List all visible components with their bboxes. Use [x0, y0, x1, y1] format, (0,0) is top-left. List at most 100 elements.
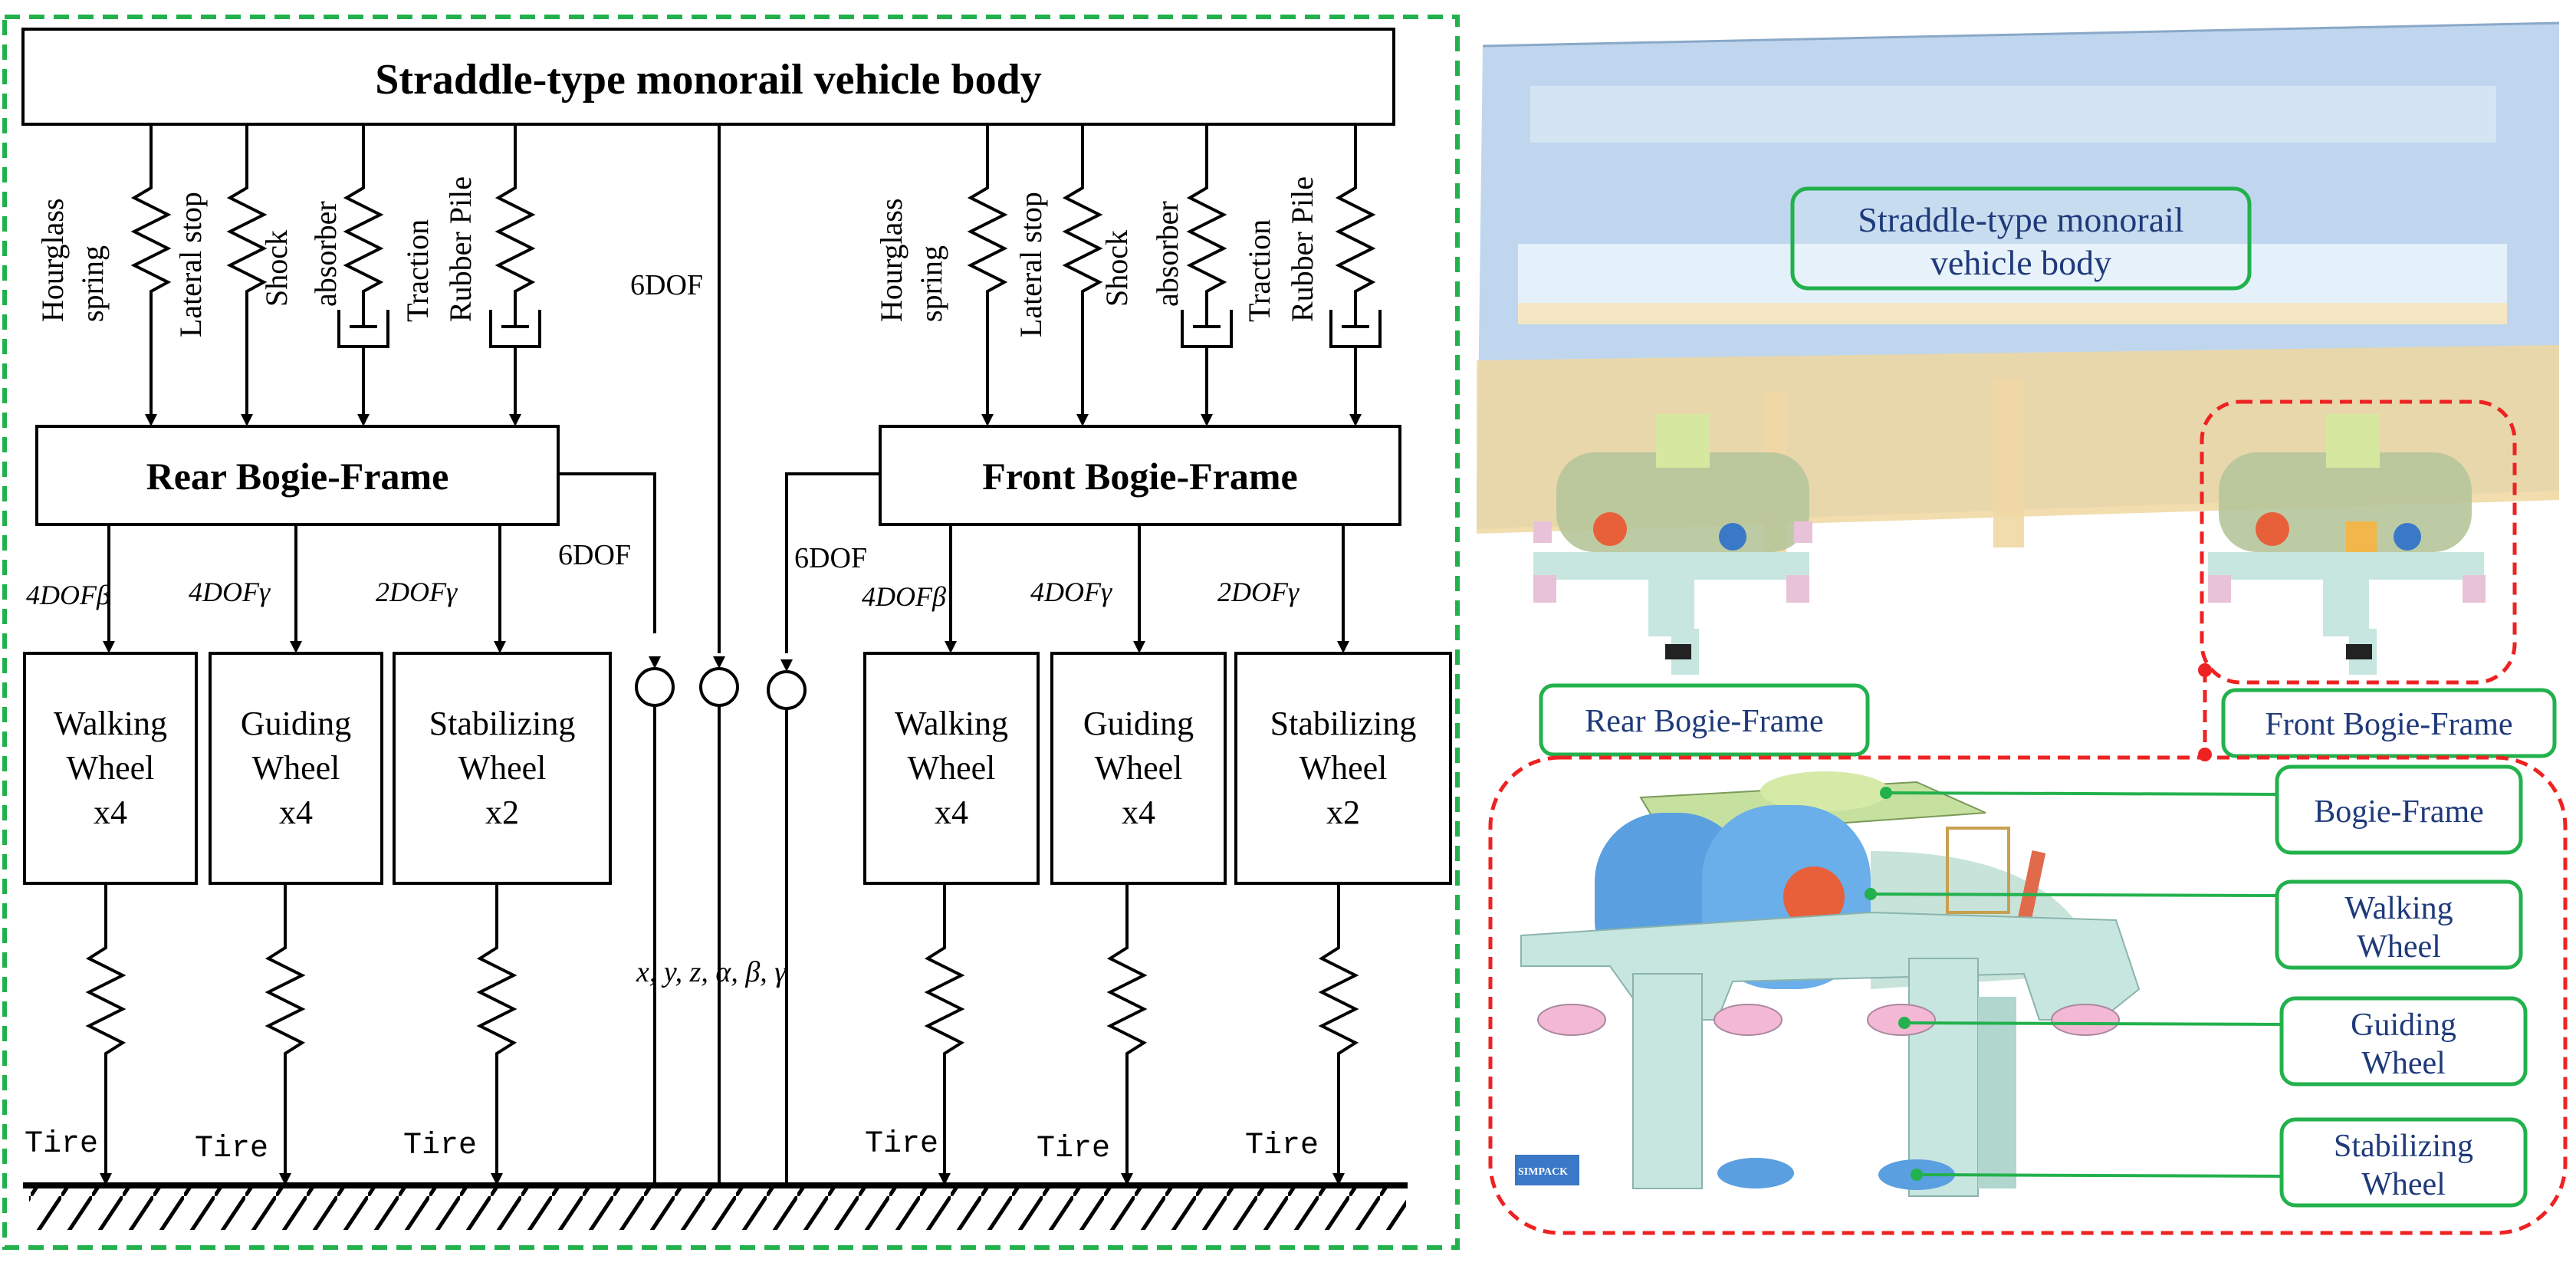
- rear-bogie-frame-box: Rear Bogie-Frame: [35, 425, 560, 526]
- rear-walking-wheel-box: Walking Wheel x4: [23, 652, 198, 885]
- tire-label-5: Tire: [1037, 1132, 1110, 1166]
- front-stabilizing-wheel-box: Stabilizing Wheel x2: [1234, 652, 1452, 885]
- svg-text:Wheel: Wheel: [252, 749, 340, 787]
- label-hourglass-front: Hourglass: [874, 199, 909, 322]
- bogie-detail-box: [1488, 755, 2568, 1235]
- rear-walking-dof: 4DOFβ: [26, 580, 110, 610]
- tire-label-6: Tire: [1245, 1129, 1319, 1163]
- rear-stabilizing-dof: 2DOFγ: [376, 577, 458, 607]
- front-wheel-links: [949, 524, 1345, 641]
- svg-text:Stabilizing: Stabilizing: [429, 705, 576, 742]
- front-stabilizing-dof: 2DOFγ: [1217, 577, 1300, 607]
- front-bogie-frame-box: Front Bogie-Frame: [879, 425, 1401, 526]
- front-bogie-label-callout: Front Bogie-Frame: [2221, 688, 2557, 758]
- rear-bogie-frame-label: Rear Bogie-Frame: [146, 455, 449, 498]
- svg-text:Walking: Walking: [895, 705, 1008, 742]
- callout-guiding-wheel: Guiding Wheel: [2279, 996, 2528, 1087]
- front-suspension-labels: Hourglass spring Lateral stop Shock abso…: [874, 176, 1319, 337]
- label-rubber-pile: Rubber Pile: [443, 176, 478, 322]
- rear-frame-dof-label: 6DOF: [558, 539, 631, 571]
- tire-label-3: Tire: [403, 1129, 477, 1163]
- front-wheel-dof-labels: 4DOFβ 4DOFγ 2DOFγ: [862, 577, 1300, 612]
- tire-label-4: Tire: [865, 1127, 938, 1162]
- rear-wheel-dof-labels: 4DOFβ 4DOFγ 2DOFγ: [26, 577, 458, 610]
- label-shock: Shock: [259, 230, 294, 307]
- svg-text:Wheel: Wheel: [2361, 1167, 2446, 1202]
- front-bogie-render: [2208, 414, 2486, 675]
- vehicle-body-title: Straddle-type monorail vehicle body: [375, 56, 1042, 104]
- body-label-line1: Straddle-type monorail: [1858, 200, 2183, 239]
- label-spring-front: spring: [914, 245, 948, 322]
- front-suspension-arrows: [981, 414, 1362, 426]
- svg-text:Guiding: Guiding: [241, 705, 351, 742]
- bogie-detail-render: [1520, 771, 2141, 1197]
- label-absorber: absorber: [308, 201, 343, 307]
- callout-walking-wheel: Walking Wheel: [2275, 879, 2523, 970]
- svg-text:x2: x2: [1326, 794, 1360, 831]
- model-panel: Straddle-type monorail vehicle body: [1477, 21, 2568, 1235]
- svg-text:Wheel: Wheel: [67, 749, 155, 787]
- svg-text:Wheel: Wheel: [2357, 929, 2441, 965]
- svg-text:x4: x4: [279, 794, 313, 831]
- front-wheel-boxes: Walking Wheel x4 Guiding Wheel x4 Stabil…: [863, 652, 1452, 885]
- tire-labels: Tire Tire Tire Tire Tire Tire: [25, 1127, 1319, 1166]
- callout-stabilizing-wheel: Stabilizing Wheel: [2279, 1117, 2528, 1208]
- tire-springs: [85, 883, 1359, 1173]
- front-bogie-label: Front Bogie-Frame: [2265, 707, 2512, 742]
- label-traction: Traction: [400, 219, 435, 322]
- svg-text:Stabilizing: Stabilizing: [2334, 1129, 2473, 1164]
- callout-bogie-frame: Bogie-Frame: [2275, 764, 2523, 855]
- svg-text:Wheel: Wheel: [908, 749, 996, 787]
- front-walking-wheel-box: Walking Wheel x4: [863, 652, 1040, 885]
- svg-text:Walking: Walking: [54, 705, 167, 742]
- front-frame-dof-label: 6DOF: [794, 542, 867, 574]
- body-dof-label: 6DOF: [630, 269, 703, 301]
- simpack-logo: SIMPACK: [1515, 1155, 1579, 1185]
- rear-guiding-dof: 4DOFγ: [189, 577, 271, 607]
- svg-text:x2: x2: [485, 794, 519, 831]
- svg-text:Wheel: Wheel: [1300, 749, 1388, 787]
- label-rubber-pile-front: Rubber Pile: [1285, 176, 1319, 322]
- svg-text:Wheel: Wheel: [2361, 1046, 2446, 1081]
- front-bogie-frame-label: Front Bogie-Frame: [982, 455, 1297, 498]
- body-label-callout: Straddle-type monorail vehicle body: [1790, 186, 2252, 291]
- svg-text:Guiding: Guiding: [1083, 705, 1194, 742]
- svg-text:Guiding: Guiding: [2351, 1008, 2456, 1043]
- svg-text:Wheel: Wheel: [1095, 749, 1183, 787]
- schematic-panel: Straddle-type monorail vehicle body: [2, 15, 1460, 1250]
- ground: [23, 1182, 1408, 1230]
- front-walking-dof: 4DOFβ: [862, 581, 946, 612]
- svg-text:Walking: Walking: [2344, 891, 2453, 926]
- vehicle-body-box: Straddle-type monorail vehicle body: [21, 28, 1395, 126]
- rear-suspension-arrows: [145, 414, 521, 426]
- label-shock-front: Shock: [1099, 230, 1134, 307]
- tire-label-2: Tire: [195, 1132, 268, 1166]
- rear-stabilizing-wheel-box: Stabilizing Wheel x2: [393, 652, 612, 885]
- rear-bogie-label: Rear Bogie-Frame: [1585, 704, 1823, 739]
- rear-wheel-boxes: Walking Wheel x4 Guiding Wheel x4 Stabil…: [23, 652, 612, 885]
- svg-text:x4: x4: [94, 794, 127, 831]
- label-spring: spring: [75, 245, 110, 322]
- rear-bogie-render: [1533, 414, 1812, 675]
- svg-text:x4: x4: [935, 794, 968, 831]
- label-lateral-stop-front: Lateral stop: [1014, 192, 1048, 337]
- label-hourglass: Hourglass: [35, 199, 70, 322]
- front-guiding-wheel-box: Guiding Wheel x4: [1050, 652, 1227, 885]
- body-label-line2: vehicle body: [1930, 243, 2111, 282]
- svg-text:Bogie-Frame: Bogie-Frame: [2314, 794, 2484, 830]
- schematic-border: [2, 15, 1460, 1250]
- label-absorber-front: absorber: [1150, 201, 1184, 307]
- rear-wheel-links: [107, 524, 501, 641]
- label-traction-front: Traction: [1242, 219, 1276, 322]
- dof-link-arrows: [649, 656, 793, 672]
- svg-text:x4: x4: [1122, 794, 1155, 831]
- rear-guiding-wheel-box: Guiding Wheel x4: [209, 652, 383, 885]
- front-suspension: [967, 124, 1382, 414]
- rear-suspension: [130, 124, 541, 414]
- svg-text:Wheel: Wheel: [458, 749, 547, 787]
- front-bogie-highlight: [2200, 399, 2517, 685]
- tire-label-1: Tire: [25, 1127, 98, 1162]
- coordinates-label: x, y, z, α, β, γ: [636, 956, 787, 988]
- label-lateral-stop: Lateral stop: [173, 192, 208, 337]
